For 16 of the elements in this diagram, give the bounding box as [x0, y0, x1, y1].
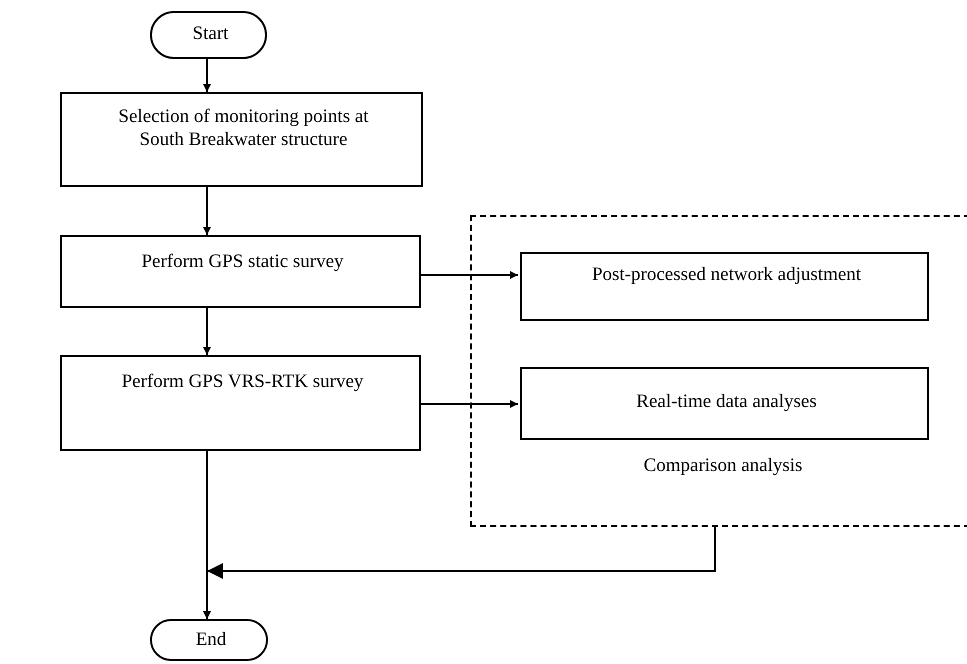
dashed-group-region [470, 215, 967, 527]
process-box [60, 92, 423, 187]
process-box [520, 367, 929, 440]
process-box [520, 252, 929, 321]
group-label: Comparison analysis [642, 455, 804, 478]
node-label: End [194, 629, 228, 652]
terminator-shape [150, 11, 267, 59]
node-label: Real-time data analyses [635, 391, 818, 414]
node-label: Perform GPS VRS-RTK survey [120, 371, 364, 394]
node-label: Start [192, 23, 230, 46]
node-label: Post-processed network adjustment [590, 264, 862, 287]
node-label: Selection of monitoring points at South Breakwater structure [117, 106, 370, 152]
terminator-shape [150, 619, 268, 661]
process-box [60, 355, 421, 451]
process-box [60, 235, 421, 308]
node-label: Perform GPS static survey [140, 251, 345, 274]
